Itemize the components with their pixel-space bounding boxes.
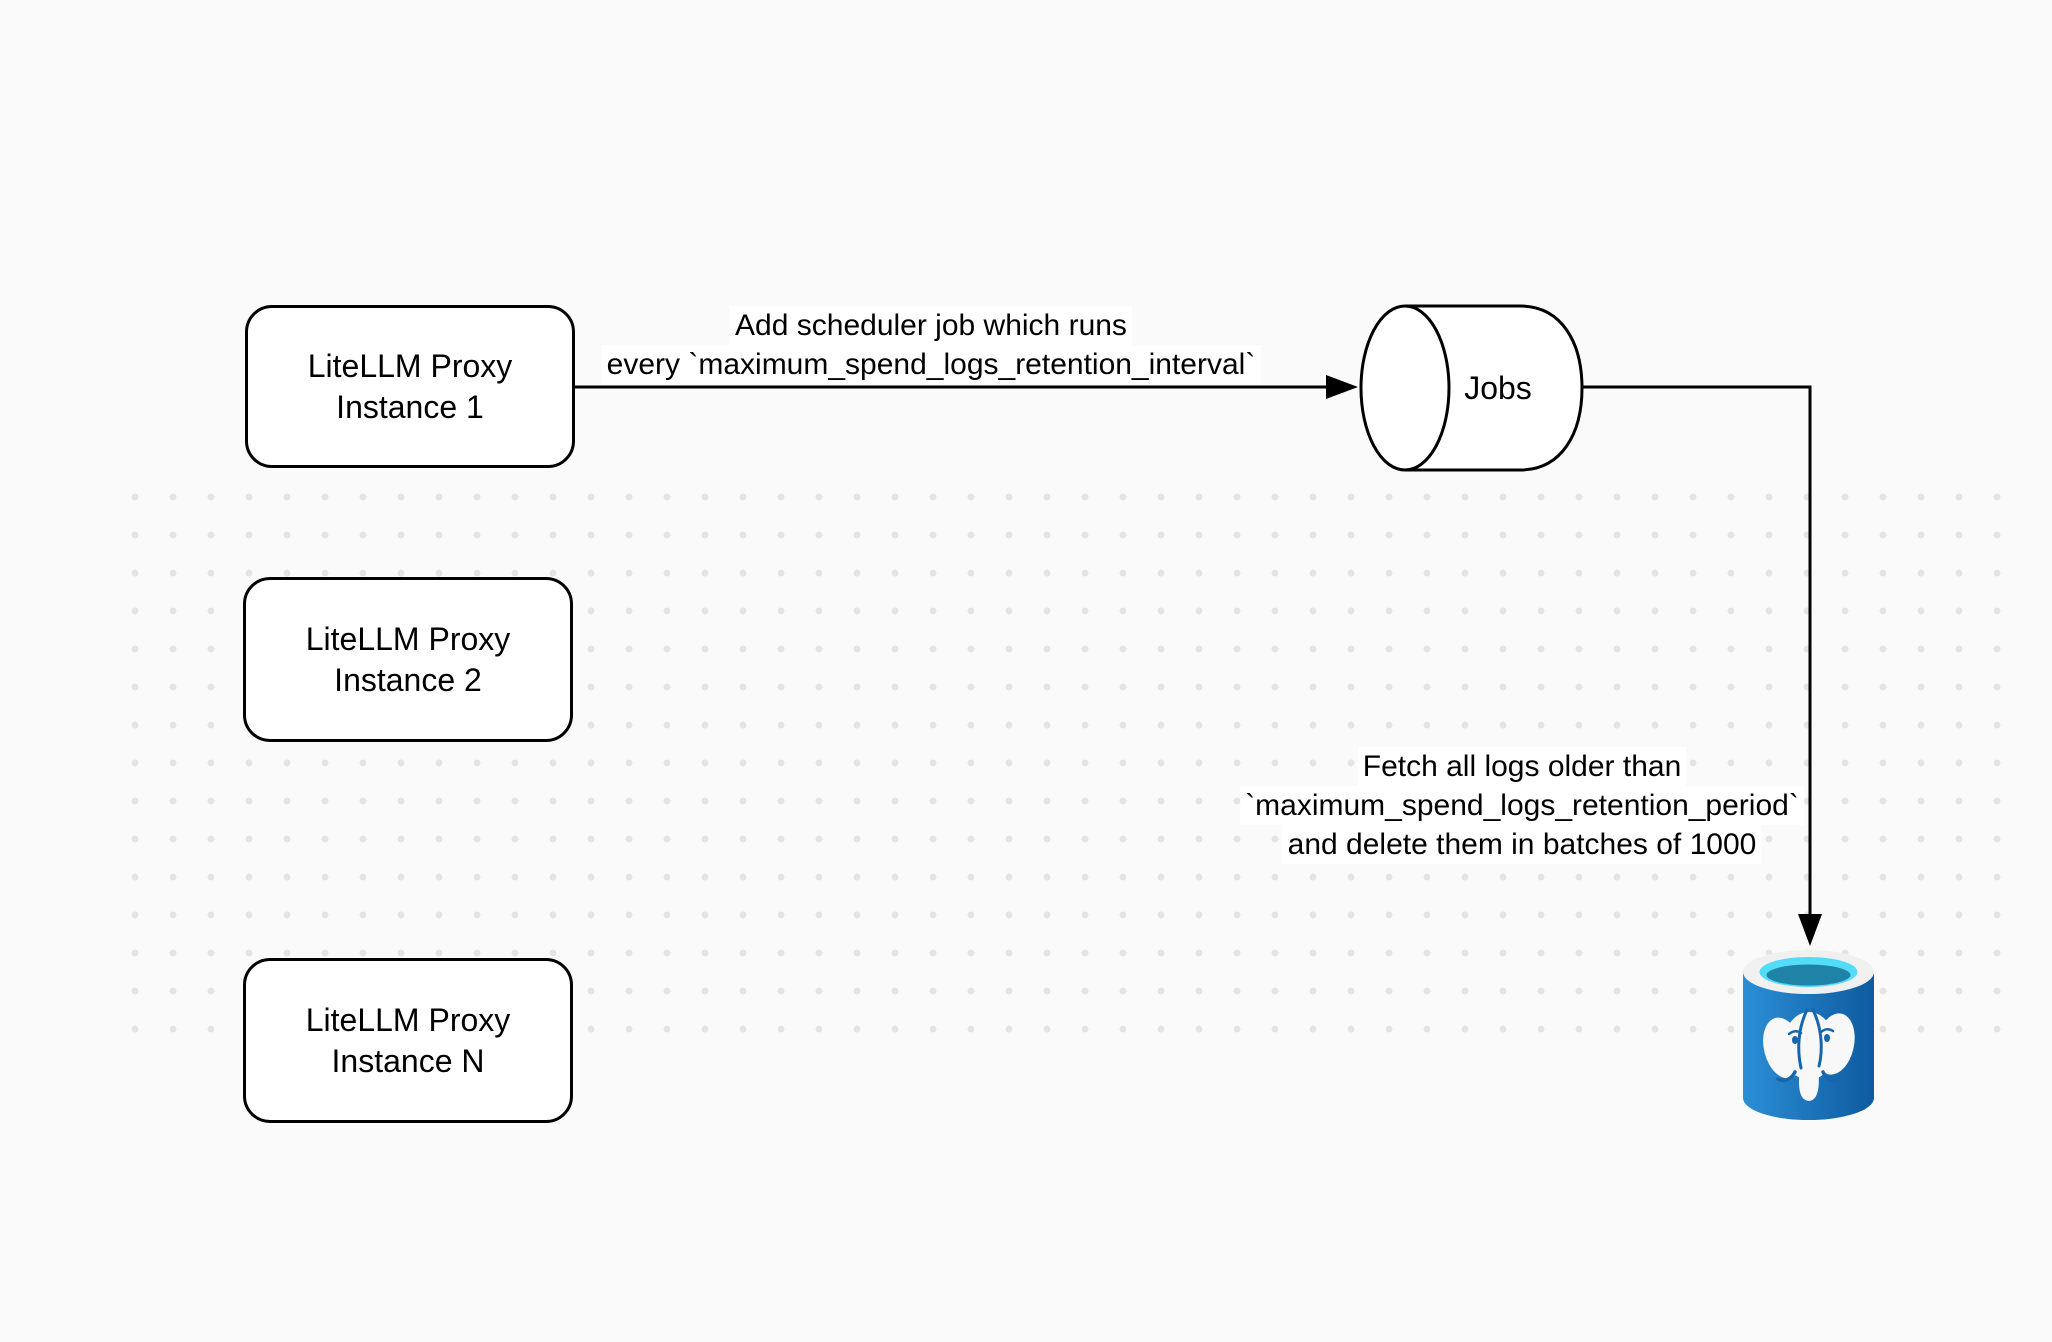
arrow-elbow-line <box>1582 385 1812 917</box>
node-label-line: LiteLLM Proxy <box>305 620 511 657</box>
arrowhead-icon <box>1798 914 1822 946</box>
node-label-line: Instance 1 <box>336 388 484 425</box>
arrow-jobs-to-database <box>1582 385 1822 946</box>
edge-label-line: `maximum_spend_logs_retention_period` <box>1240 786 1804 825</box>
node-litellm-proxy-instance-2: LiteLLM Proxy Instance 2 <box>243 577 573 742</box>
postgres-elephant-icon <box>1763 1008 1855 1101</box>
node-label-line: Instance N <box>331 1042 485 1079</box>
postgresql-database-icon <box>1743 950 1874 1120</box>
jobs-cylinder-cap <box>1359 304 1451 472</box>
node-label-line: LiteLLM Proxy <box>307 347 513 384</box>
edge-label-line: Fetch all logs older than <box>1357 747 1687 786</box>
edge-label-fetch-delete-logs: Fetch all logs older than `maximum_spend… <box>1240 747 1804 864</box>
jobs-label: Jobs <box>1464 370 1532 406</box>
arrow-instance1-to-jobs <box>575 375 1358 399</box>
jobs-cylinder-node: Jobs <box>1359 304 1584 472</box>
db-water-depth <box>1766 964 1851 986</box>
node-litellm-proxy-instance-1: LiteLLM Proxy Instance 1 <box>245 305 575 468</box>
node-label-line: Instance 2 <box>334 661 482 698</box>
dot-grid-background <box>110 480 2012 1046</box>
edge-label-scheduler-job: Add scheduler job which runs every `maxi… <box>601 306 1261 384</box>
node-litellm-proxy-instance-n: LiteLLM Proxy Instance N <box>243 958 573 1123</box>
arrowhead-icon <box>1326 375 1358 399</box>
node-label-line: LiteLLM Proxy <box>305 1001 511 1038</box>
edge-label-line: Add scheduler job which runs <box>730 306 1132 345</box>
edge-label-line: and delete them in batches of 1000 <box>1282 825 1762 864</box>
edge-label-line: every `maximum_spend_logs_retention_inte… <box>601 345 1261 384</box>
